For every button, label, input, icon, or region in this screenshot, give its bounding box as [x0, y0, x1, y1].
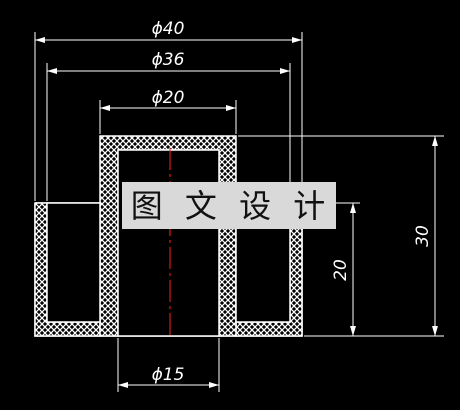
left-pocket — [46, 202, 101, 323]
part-section — [34, 135, 303, 338]
dimension-lines — [35, 37, 438, 388]
watermark-text: 图 文 设 计 — [131, 187, 332, 225]
dim-text-phi20: ϕ20 — [152, 88, 185, 108]
bore — [117, 149, 220, 337]
dim-text-20: 20 — [331, 259, 351, 281]
dim-text-phi15: ϕ15 — [152, 365, 185, 385]
dim-text-phi36: ϕ36 — [152, 50, 185, 70]
watermark: 图 文 设 计 — [122, 182, 336, 229]
dim-text-30: 30 — [413, 225, 433, 247]
dim-text-phi40: ϕ40 — [152, 19, 185, 39]
watermark-background — [122, 182, 336, 229]
